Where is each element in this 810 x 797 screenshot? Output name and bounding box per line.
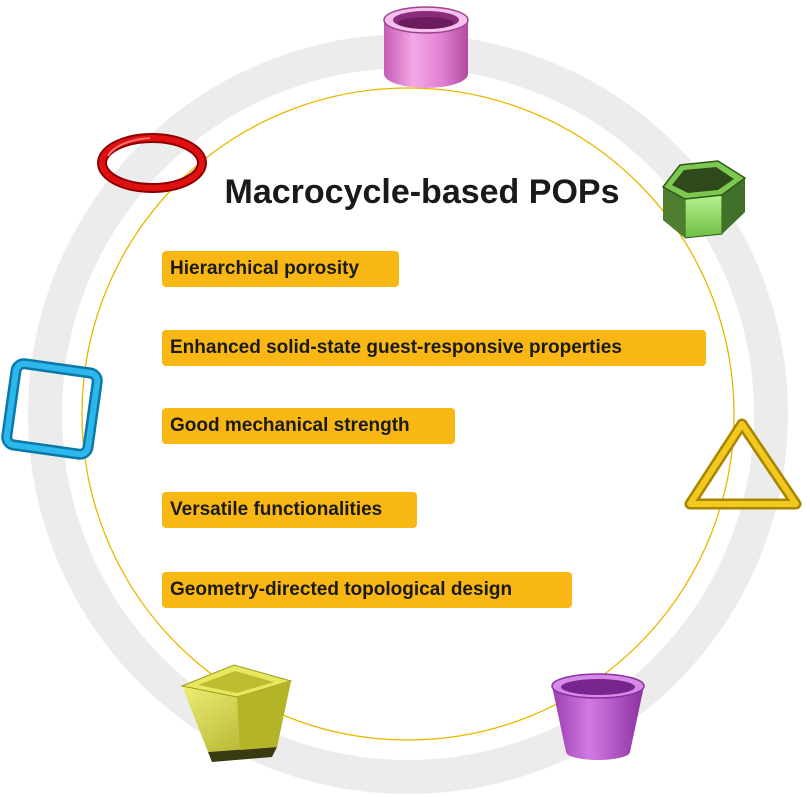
feature-badge-mechanical-strength: Good mechanical strength xyxy=(162,408,455,444)
feature-badge-guest-responsive: Enhanced solid-state guest-responsive pr… xyxy=(162,330,706,366)
feature-badge-topological-design: Geometry-directed topological design xyxy=(162,572,572,608)
purple-cup-icon xyxy=(551,673,645,760)
green-hexagonal-prism-icon xyxy=(661,160,747,239)
pink-cylinder-icon xyxy=(383,6,469,88)
yellow-square-frustum-icon xyxy=(180,664,293,762)
inner-ring xyxy=(81,87,735,741)
red-torus-icon xyxy=(97,133,207,193)
blue-square-ring-icon xyxy=(1,358,103,460)
diagram-title: Macrocycle-based POPs xyxy=(225,173,620,211)
feature-badge-hierarchical-porosity: Hierarchical porosity xyxy=(162,251,399,287)
yellow-triangle-ring-icon xyxy=(684,418,802,510)
feature-badge-versatile-functionalities: Versatile functionalities xyxy=(162,492,417,528)
